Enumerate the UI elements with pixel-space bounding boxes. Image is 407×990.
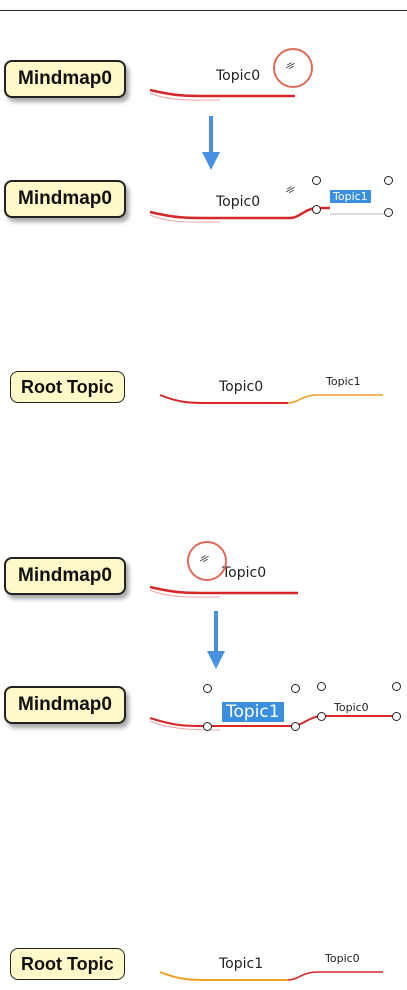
connector-lines — [149, 206, 392, 223]
new-topic-label[interactable]: Topic1 — [222, 702, 284, 722]
subtopic-label[interactable]: Topic0 — [325, 952, 360, 965]
arrow-down-icon — [207, 611, 225, 669]
selection-handle[interactable] — [312, 176, 321, 185]
topic-label[interactable]: Topic0 — [334, 701, 369, 714]
selection-handle[interactable] — [291, 684, 300, 693]
connector-lines — [149, 88, 295, 101]
topic-label[interactable]: Topic0 — [216, 68, 261, 84]
highlight-circle — [273, 48, 313, 88]
arrow-down-icon — [202, 116, 220, 170]
connector-lines — [159, 971, 383, 981]
selection-handle[interactable] — [392, 712, 401, 721]
topic-label[interactable]: Topic0 — [216, 194, 261, 210]
root-topic[interactable]: Mindmap0 — [4, 686, 126, 724]
topic-label[interactable]: Topic0 — [219, 379, 264, 395]
selection-handle[interactable] — [384, 208, 393, 217]
root-topic[interactable]: Mindmap0 — [4, 180, 126, 218]
connector-lines — [159, 394, 383, 404]
top-rule — [0, 10, 407, 11]
topic-label[interactable]: Topic1 — [219, 956, 264, 972]
selection-handle[interactable] — [291, 722, 300, 731]
selection-handle[interactable] — [312, 205, 321, 214]
subtopic-label[interactable]: Topic1 — [326, 375, 361, 388]
highlight-circle — [187, 541, 227, 581]
scenario-1-after: Mindmap0 Topic0 Topic1 ⌯ — [0, 170, 407, 230]
selection-handle[interactable] — [384, 176, 393, 185]
selection-handle[interactable] — [203, 684, 212, 693]
scenario-2-after: Mindmap0 Topic1 Topic0 — [0, 680, 407, 740]
root-topic[interactable]: Root Topic — [10, 948, 125, 980]
selection-handle[interactable] — [317, 712, 326, 721]
scenario-2-before: Mindmap0 Topic0 ⌯ — [0, 541, 407, 605]
new-topic-label[interactable]: Topic1 — [330, 190, 371, 203]
scenario-1-before: Mindmap0 Topic0 ⌯ — [0, 48, 407, 110]
topic-label[interactable]: Topic0 — [222, 565, 267, 581]
root-topic[interactable]: Mindmap0 — [4, 557, 126, 595]
scenario-1-result: Root Topic Topic0 Topic1 — [0, 365, 407, 415]
selection-handle[interactable] — [317, 682, 326, 691]
selection-handle[interactable] — [392, 682, 401, 691]
connector-lines — [149, 585, 298, 598]
root-topic[interactable]: Root Topic — [10, 371, 125, 403]
selection-handle[interactable] — [203, 722, 212, 731]
scenario-2-result: Root Topic Topic1 Topic0 — [0, 940, 407, 990]
root-topic[interactable]: Mindmap0 — [4, 60, 126, 98]
